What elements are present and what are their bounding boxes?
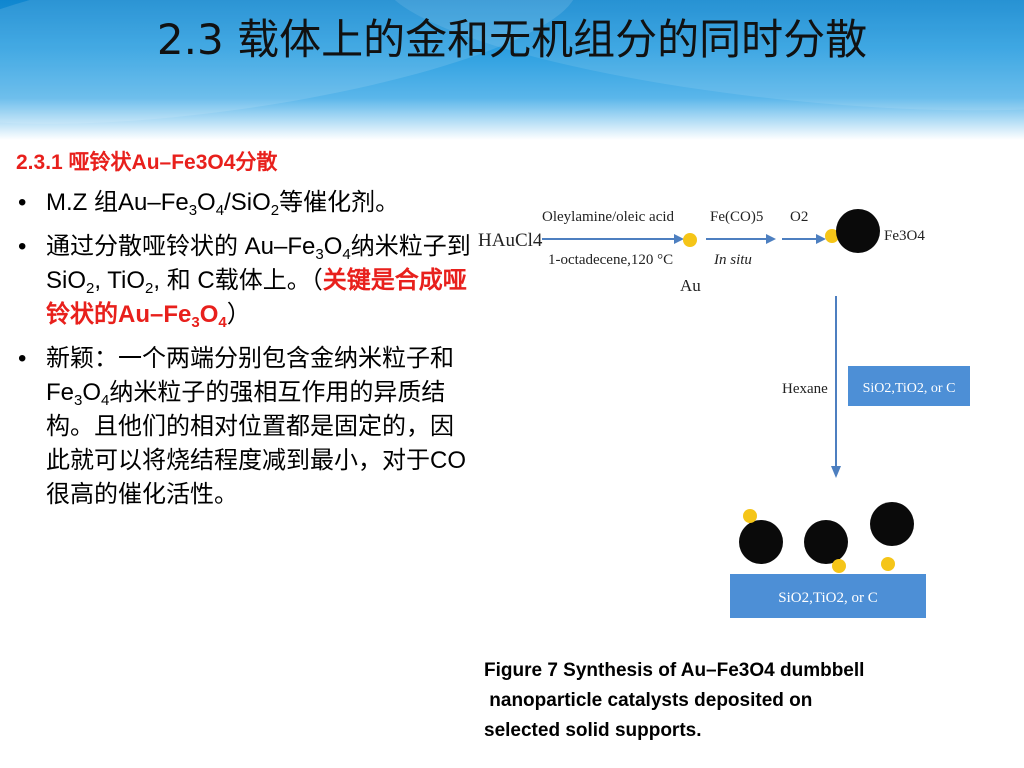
subscript: 2 <box>270 202 280 219</box>
bullet-text: ） <box>226 301 251 328</box>
bullet-text: O <box>197 189 216 216</box>
bullet-text: /SiO <box>224 189 271 216</box>
bullet-text: 等催化剂。 <box>279 189 400 216</box>
supported-au <box>832 559 846 573</box>
caption-line: selected solid supports. <box>484 720 702 741</box>
step2-bottom-label: In situ <box>713 252 752 268</box>
bullet-item: 新颖：一个两端分别包含金纳米粒子和Fe3O4纳米粒子的强相互作用的异质结构。且他… <box>16 342 476 512</box>
subscript: 4 <box>342 246 351 263</box>
supported-au <box>743 509 757 523</box>
support-box <box>848 366 970 406</box>
subscript: 3 <box>191 314 200 331</box>
au-label: Au <box>680 276 701 295</box>
subscript: 2 <box>86 280 95 297</box>
arrow-2-head <box>766 234 776 244</box>
step1-bottom-label: 1-octadecene,120 °C <box>548 252 673 268</box>
reactant-label: HAuCl4 <box>478 230 543 251</box>
supported-fe3o4 <box>739 520 783 564</box>
subscript: 4 <box>218 314 227 331</box>
arrow-3-head <box>816 234 826 244</box>
bullet-text: 通过分散哑铃状的 Au–Fe <box>46 233 316 260</box>
supported-au <box>881 557 895 571</box>
highlight-part: O <box>199 301 219 328</box>
caption-line: nanoparticle catalysts deposited on <box>484 690 813 711</box>
bullet-text: 新颖：一个两端分别包含金纳米粒子和Fe <box>46 345 454 406</box>
subscript: 4 <box>215 202 225 219</box>
subscript: 2 <box>145 280 154 297</box>
bullet-text: , 和 C载体上。（ <box>153 267 323 294</box>
vertical-arrow-head <box>831 466 841 478</box>
bullet-text: O <box>323 233 343 260</box>
product-label: Fe3O4 <box>884 228 925 244</box>
support-box-label: SiO2,TiO2, or C <box>863 381 956 396</box>
step3-top-label: O2 <box>790 209 808 225</box>
dumbbell-fe3o4 <box>836 209 880 253</box>
synthesis-diagram: HAuCl4 Oleylamine/oleic acid 1-octadecen… <box>478 209 970 618</box>
vertical-arrow-label: Hexane <box>782 381 828 397</box>
highlight-text: 关键是合成哑铃状的Au–Fe3O4 <box>46 267 467 331</box>
subscript: 4 <box>101 392 110 409</box>
bullet-list: M.Z 组Au–Fe3O4/SiO2等催化剂。 通过分散哑铃状的 Au–Fe3O… <box>16 186 476 522</box>
bullet-text: 纳米粒子到SiO <box>46 233 471 294</box>
arrow-1-head <box>674 234 684 244</box>
bullet-text: 纳米粒子的强相互作用的异质结构。且他们的相对位置都是固定的，因此就可以将烧结程度… <box>46 379 466 508</box>
bullet-item: 通过分散哑铃状的 Au–Fe3O4纳米粒子到SiO2, TiO2, 和 C载体上… <box>16 230 476 332</box>
highlight-part: 关键是合成哑铃状的Au–Fe <box>46 267 467 328</box>
header-band <box>0 0 1024 140</box>
bullet-item: M.Z 组Au–Fe3O4/SiO2等催化剂。 <box>16 186 476 220</box>
au-particle <box>683 233 697 247</box>
support-bar <box>730 574 926 618</box>
support-bar-label: SiO2,TiO2, or C <box>778 590 877 606</box>
step2-top-label: Fe(CO)5 <box>710 209 763 225</box>
step1-top-label: Oleylamine/oleic acid <box>542 209 675 225</box>
subscript: 3 <box>74 392 83 409</box>
slide-title: 2.3 载体上的金和无机组分的同时分散 <box>156 15 868 64</box>
figure-caption: Figure 7 Synthesis of Au–Fe3O4 dumbbell … <box>484 656 1014 746</box>
bullet-text: O <box>82 379 102 406</box>
subscript: 3 <box>315 246 324 263</box>
supported-fe3o4 <box>804 520 848 564</box>
bullet-text: , TiO <box>94 267 146 294</box>
supported-fe3o4 <box>870 502 914 546</box>
dumbbell-au <box>825 229 839 243</box>
section-subtitle: 2.3.1 哑铃状Au–Fe3O4分散 <box>16 151 278 174</box>
bullet-text: M.Z 组Au–Fe <box>46 189 189 216</box>
subscript: 3 <box>188 202 198 219</box>
caption-line: Figure 7 Synthesis of Au–Fe3O4 dumbbell <box>484 660 865 681</box>
